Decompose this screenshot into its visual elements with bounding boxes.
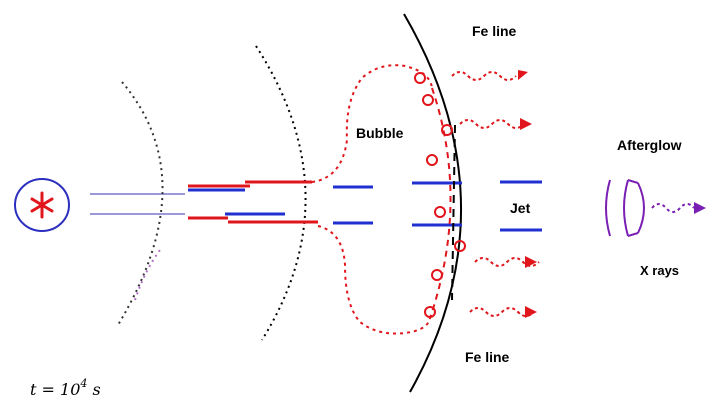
- fe-line-arrowheads: [518, 70, 537, 318]
- time-unit: s: [87, 380, 100, 399]
- fe-line-bottom-label: Fe line: [465, 349, 510, 365]
- bubble-label: Bubble: [356, 125, 404, 141]
- fe-clumps: [414, 72, 466, 318]
- shell-3: [403, 13, 463, 393]
- shell-1: [117, 81, 164, 326]
- jet-label: Jet: [510, 200, 531, 216]
- time-label: t = 104 s: [30, 377, 101, 399]
- jet-segments: [188, 180, 542, 232]
- time-exponent: 4: [79, 377, 87, 390]
- star-icon: [30, 191, 54, 219]
- source-circle: [14, 178, 70, 232]
- central-source: [14, 178, 70, 232]
- shell-1-tint: [134, 249, 161, 301]
- x-rays-label: X rays: [640, 263, 679, 278]
- afterglow-icon: [605, 179, 706, 237]
- inner-jet-lines: [90, 193, 185, 215]
- shell-2: [255, 45, 307, 341]
- afterglow-label: Afterglow: [617, 137, 682, 153]
- fe-line-top-label: Fe line: [472, 23, 517, 39]
- time-base: t = 10: [30, 380, 80, 399]
- inner-shock: [451, 124, 456, 301]
- bubble-outline: [311, 64, 433, 335]
- fe-line-photons: [451, 71, 540, 317]
- bubble-edge: [429, 87, 452, 319]
